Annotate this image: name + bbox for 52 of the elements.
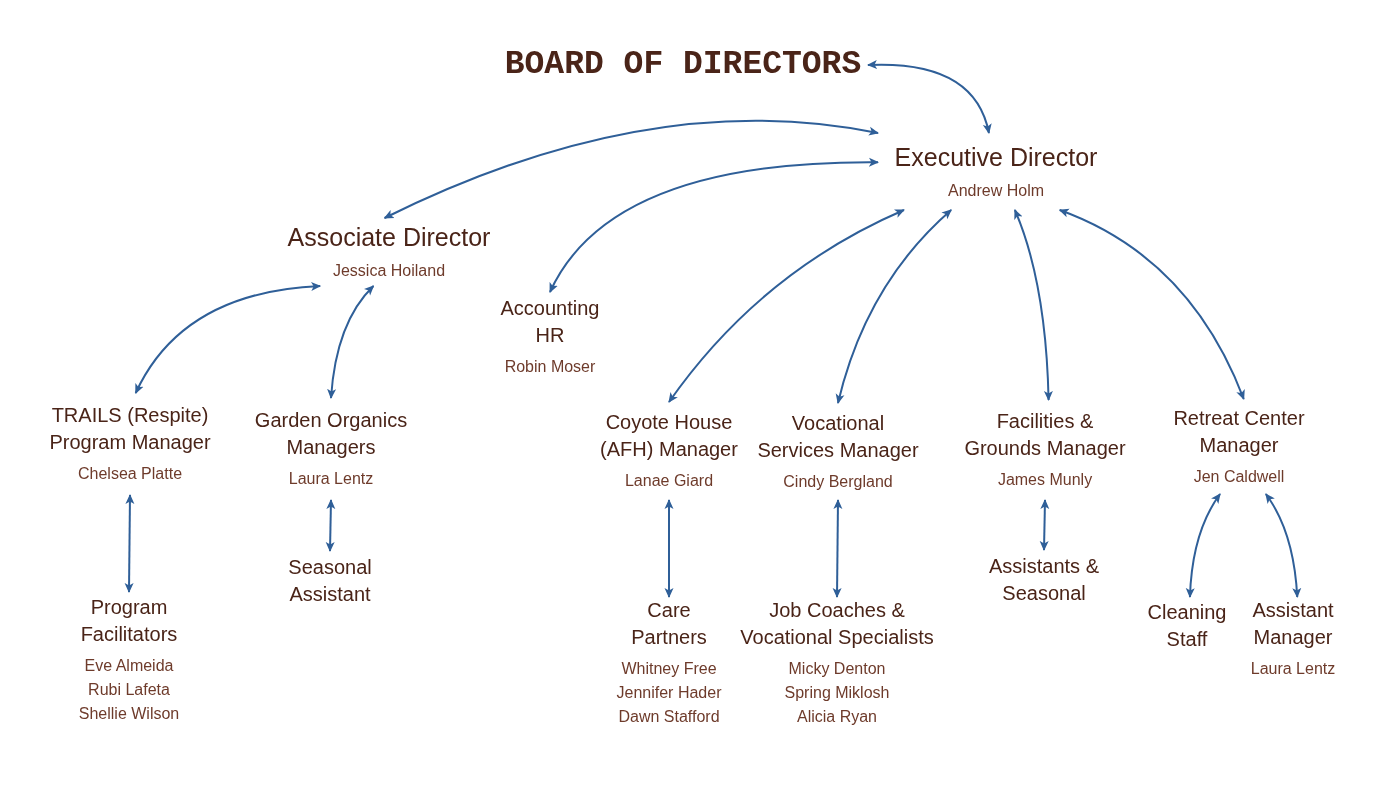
role-title: Accounting HR: [499, 296, 601, 348]
role-title: Program Facilitators: [79, 595, 179, 647]
role-title: Executive Director: [894, 141, 1098, 173]
person-name: Cindy Bergland: [783, 471, 893, 492]
role-title: Coyote House (AFH) Manager: [599, 410, 739, 462]
connector-arrow: [1058, 209, 1245, 400]
role-title: TRAILS (Respite) Program Manager: [48, 403, 212, 455]
role-title: Job Coaches & Vocational Specialists: [739, 598, 935, 650]
person-name: Lanae Giard: [624, 471, 714, 491]
role-title: Seasonal Assistant: [287, 555, 373, 607]
person-name: Jennifer Hader: [616, 683, 722, 703]
connector-arrow: [867, 60, 992, 134]
person-name: Jen Caldwell: [1193, 466, 1285, 487]
role-title: Associate Director: [287, 222, 491, 253]
connector-arrow: [664, 499, 674, 598]
role-title: Retreat Center Manager: [1172, 405, 1306, 458]
connector-arrow: [325, 499, 336, 552]
person-name: Laura Lentz: [1250, 659, 1336, 679]
connector-arrow: [1264, 493, 1302, 598]
connector-arrow: [134, 282, 322, 394]
board-title: BOARD OF DIRECTORS: [504, 47, 862, 83]
connector-arrow: [1013, 209, 1053, 401]
person-name: Dawn Stafford: [618, 707, 720, 727]
person-name: Chelsea Platte: [77, 464, 183, 484]
person-name: Spring Miklosh: [784, 683, 890, 703]
person-name: Whitney Free: [621, 659, 717, 679]
role-title: Care Partners: [630, 598, 708, 650]
connector-arrow: [124, 494, 135, 593]
person-name: Robin Moser: [504, 357, 596, 377]
connector-arrow: [832, 499, 843, 598]
person-name: Andrew Holm: [948, 180, 1044, 201]
connector-arrow: [668, 209, 905, 403]
role-title: Assistant Manager: [1251, 598, 1335, 650]
role-title: Assistants & Seasonal: [987, 554, 1100, 606]
person-name: James Munly: [997, 470, 1093, 490]
connector-arrow: [835, 209, 953, 404]
connector-arrow: [383, 119, 879, 219]
person-name: Jessica Hoiland: [332, 261, 446, 281]
connector-arrow: [1185, 493, 1222, 598]
person-name: Rubi Lafeta: [88, 680, 170, 700]
connector-arrow: [327, 285, 375, 399]
role-title: Garden Organics Managers: [253, 408, 409, 460]
person-name: Micky Denton: [788, 659, 886, 679]
role-title: Vocational Services Manager: [756, 410, 920, 463]
role-title: Facilities & Grounds Manager: [963, 409, 1127, 461]
person-name: Laura Lentz: [288, 469, 374, 489]
role-title: Cleaning Staff: [1146, 600, 1228, 652]
person-name: Shellie Wilson: [78, 704, 180, 724]
person-name: Eve Almeida: [84, 656, 174, 676]
connector-arrow: [1039, 499, 1050, 551]
person-name: Alicia Ryan: [797, 707, 877, 727]
connector-arrow: [549, 157, 879, 293]
